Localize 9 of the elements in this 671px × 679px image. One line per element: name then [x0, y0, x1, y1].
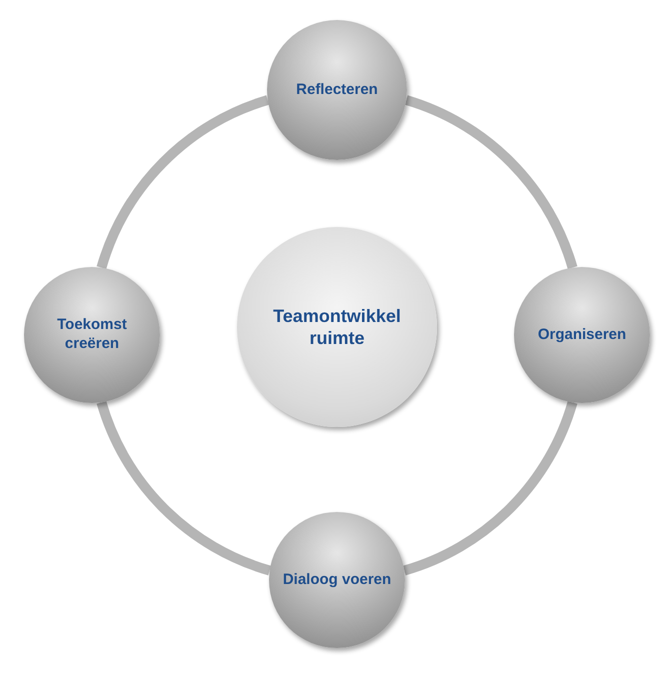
node-label: Dialoog voeren	[282, 570, 392, 590]
node-label: Organiseren	[536, 326, 628, 344]
node-label: Teamontwikkel ruimte	[272, 304, 402, 350]
ring-arc	[96, 95, 270, 270]
ring-arc	[404, 95, 578, 270]
node-label: Reflecteren	[295, 80, 379, 100]
ring-arc	[402, 400, 578, 576]
ring-arc	[96, 400, 272, 576]
node-label: Toekomst creëren	[56, 316, 128, 354]
